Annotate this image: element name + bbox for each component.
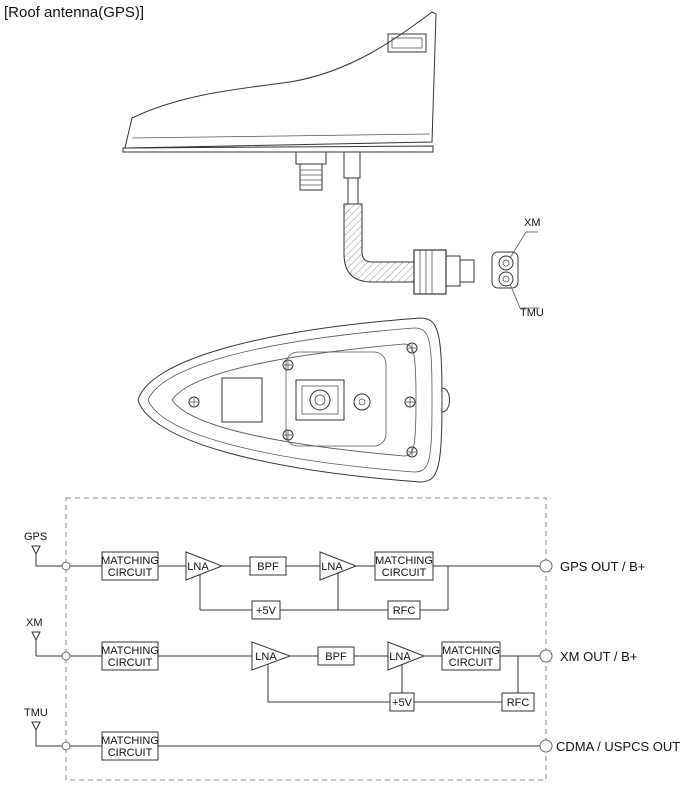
tmu-output-label: CDMA / USPCS OUT: [556, 739, 680, 754]
xm-matching2-label-1: MATCHING: [442, 645, 500, 657]
xm-5v-label: +5V: [392, 697, 413, 709]
tmu-input-port: [61, 741, 71, 751]
tmu-antenna-icon: [31, 721, 41, 746]
xm-output-port: [539, 649, 553, 663]
xm-antenna-icon: [31, 631, 41, 656]
gps-lna2-label: LNA: [321, 561, 343, 573]
xm-matching-label-1: MATCHING: [101, 645, 159, 657]
xm-antenna-label: XM: [26, 617, 43, 629]
gps-input-port: [61, 561, 71, 571]
gps-output-port: [539, 559, 553, 573]
xm-connector-label: XM: [524, 217, 541, 229]
gps-bpf-label: BPF: [257, 561, 279, 573]
antenna-side-view: XM TMU: [122, 11, 544, 319]
gps-matching2-label-1: MATCHING: [375, 555, 433, 567]
threaded-stud: [295, 151, 327, 191]
gps-antenna-label: GPS: [24, 531, 47, 543]
gps-matching2-label-2: CIRCUIT: [382, 567, 427, 579]
xm-rfc-label: RFC: [507, 697, 530, 709]
gps-antenna-icon: [31, 545, 41, 566]
tmu-output-port: [539, 739, 553, 753]
gps-chain: [36, 551, 546, 620]
xm-input-port: [61, 651, 71, 661]
xm-matching2-label-2: CIRCUIT: [449, 657, 494, 669]
gps-5v-label: +5V: [256, 605, 277, 617]
xm-tmu-connector: [491, 231, 540, 309]
gps-lna1-label: LNA: [187, 561, 209, 573]
xm-output-label: XM OUT / B+: [560, 649, 637, 664]
xm-chain: [36, 641, 546, 712]
xm-lna1-label: LNA: [255, 651, 277, 663]
tmu-chain: [36, 731, 546, 761]
tmu-matching-label-1: MATCHING: [101, 735, 159, 747]
xm-matching-label-2: CIRCUIT: [108, 657, 153, 669]
gps-rfc-label: RFC: [393, 605, 416, 617]
tmu-matching-label-2: CIRCUIT: [108, 747, 153, 759]
tmu-antenna-label: TMU: [24, 707, 48, 719]
gps-matching-label-2: CIRCUIT: [108, 567, 153, 579]
block-diagram: GPS XM TMU MATCHING CIRCUIT LNA BPF LNA …: [24, 497, 680, 781]
tmu-connector-label: TMU: [520, 307, 544, 319]
xm-bpf-label: BPF: [325, 651, 347, 663]
cable-assembly: [343, 151, 475, 295]
page-title: [Roof antenna(GPS)]: [4, 4, 145, 21]
gps-output-label: GPS OUT / B+: [560, 559, 645, 574]
antenna-bottom-view: [137, 317, 450, 483]
xm-lna2-label: LNA: [389, 651, 411, 663]
gps-matching-label-1: MATCHING: [101, 555, 159, 567]
module-boundary: [65, 497, 547, 781]
